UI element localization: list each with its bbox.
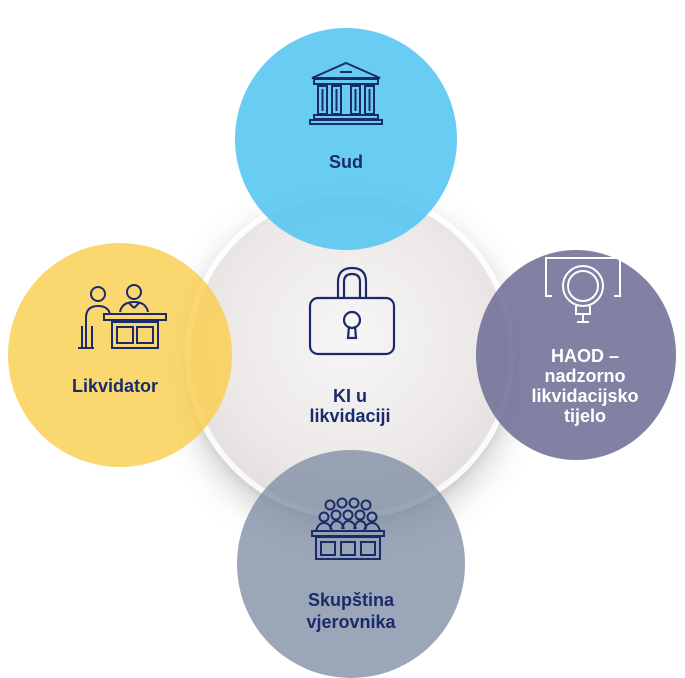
haod-label-line3: likvidacijsko bbox=[531, 386, 639, 406]
sud-circle bbox=[235, 28, 457, 250]
courthouse-icon bbox=[309, 61, 383, 125]
skupstina-circle bbox=[237, 450, 465, 678]
haod-label-line1: HAOD – bbox=[550, 346, 619, 366]
haod-label-line2: nadzorno bbox=[544, 366, 626, 386]
magnifier-monitor-icon bbox=[545, 257, 621, 323]
likvidator-label: Likvidator bbox=[71, 376, 159, 396]
audience-icon bbox=[311, 497, 385, 560]
sud-label: Sud bbox=[329, 152, 363, 172]
skupstina-label-line1: Skupština bbox=[307, 590, 395, 610]
haod-circle bbox=[476, 250, 676, 460]
reception-desk-icon bbox=[78, 284, 167, 349]
likvidator-circle bbox=[8, 243, 232, 467]
skupstina-label-line2: vjerovnika bbox=[306, 612, 396, 632]
center-label-line2: likvidaciji bbox=[309, 406, 391, 426]
haod-label-line4: tijelo bbox=[563, 406, 606, 426]
center-label-line1: KI u bbox=[333, 386, 367, 406]
padlock-icon bbox=[308, 266, 396, 356]
